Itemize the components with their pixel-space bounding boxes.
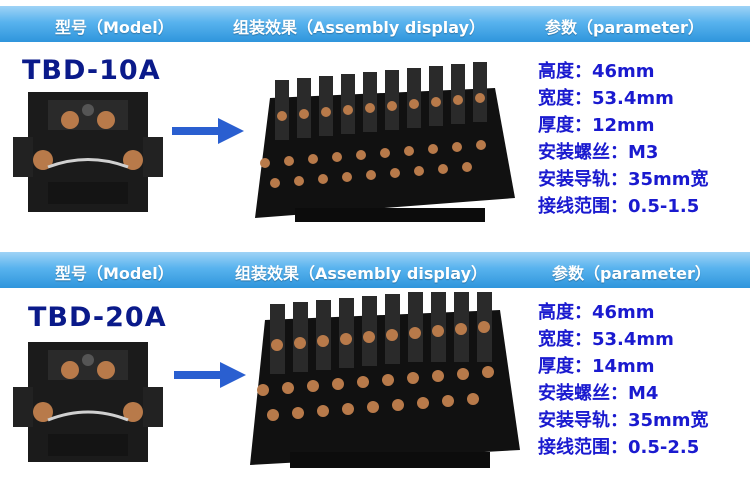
parameter-list: 高度：46mm 宽度：53.4mm 厚度：12mm 安装螺丝：M3 安装导轨：3…: [538, 58, 709, 220]
model-name: TBD-20A: [28, 302, 167, 333]
single-terminal-block-image: [13, 342, 163, 462]
section-header-band: 型号（Model） 组装效果（Assembly display） 参数（para…: [0, 6, 750, 42]
assembly-header: 组装效果（Assembly display）: [235, 264, 488, 283]
model-header: 型号（Model）: [55, 18, 174, 37]
parameter-list: 高度：46mm 宽度：53.4mm 厚度：14mm 安装螺丝：M4 安装导轨：3…: [538, 299, 709, 461]
param-wire-range: 接线范围：0.5-2.5: [538, 437, 700, 458]
model-header: 型号（Model）: [55, 264, 174, 283]
model-name: TBD-10A: [22, 55, 161, 86]
param-thickness: 厚度：12mm: [538, 115, 655, 136]
single-terminal-block-image: [13, 92, 163, 212]
section-header-band: 型号（Model） 组装效果（Assembly display） 参数（para…: [0, 252, 750, 288]
param-rail: 安装导轨：35mm宽: [538, 169, 709, 190]
param-rail: 安装导轨：35mm宽: [538, 410, 709, 431]
param-screw: 安装螺丝：M4: [538, 383, 659, 404]
assembly-display-image: [255, 62, 515, 222]
arrow-right-icon: [174, 362, 246, 388]
assembly-display-image: [250, 292, 520, 468]
param-height: 高度：46mm: [538, 302, 655, 323]
param-height: 高度：46mm: [538, 61, 655, 82]
param-width: 宽度：53.4mm: [538, 329, 674, 350]
parameter-header: 参数（parameter）: [545, 18, 704, 37]
param-wire-range: 接线范围：0.5-1.5: [538, 196, 700, 217]
param-screw: 安装螺丝：M3: [538, 142, 659, 163]
param-width: 宽度：53.4mm: [538, 88, 674, 109]
assembly-header: 组装效果（Assembly display）: [233, 18, 486, 37]
param-thickness: 厚度：14mm: [538, 356, 655, 377]
arrow-right-icon: [172, 118, 244, 144]
parameter-header: 参数（parameter）: [552, 264, 711, 283]
